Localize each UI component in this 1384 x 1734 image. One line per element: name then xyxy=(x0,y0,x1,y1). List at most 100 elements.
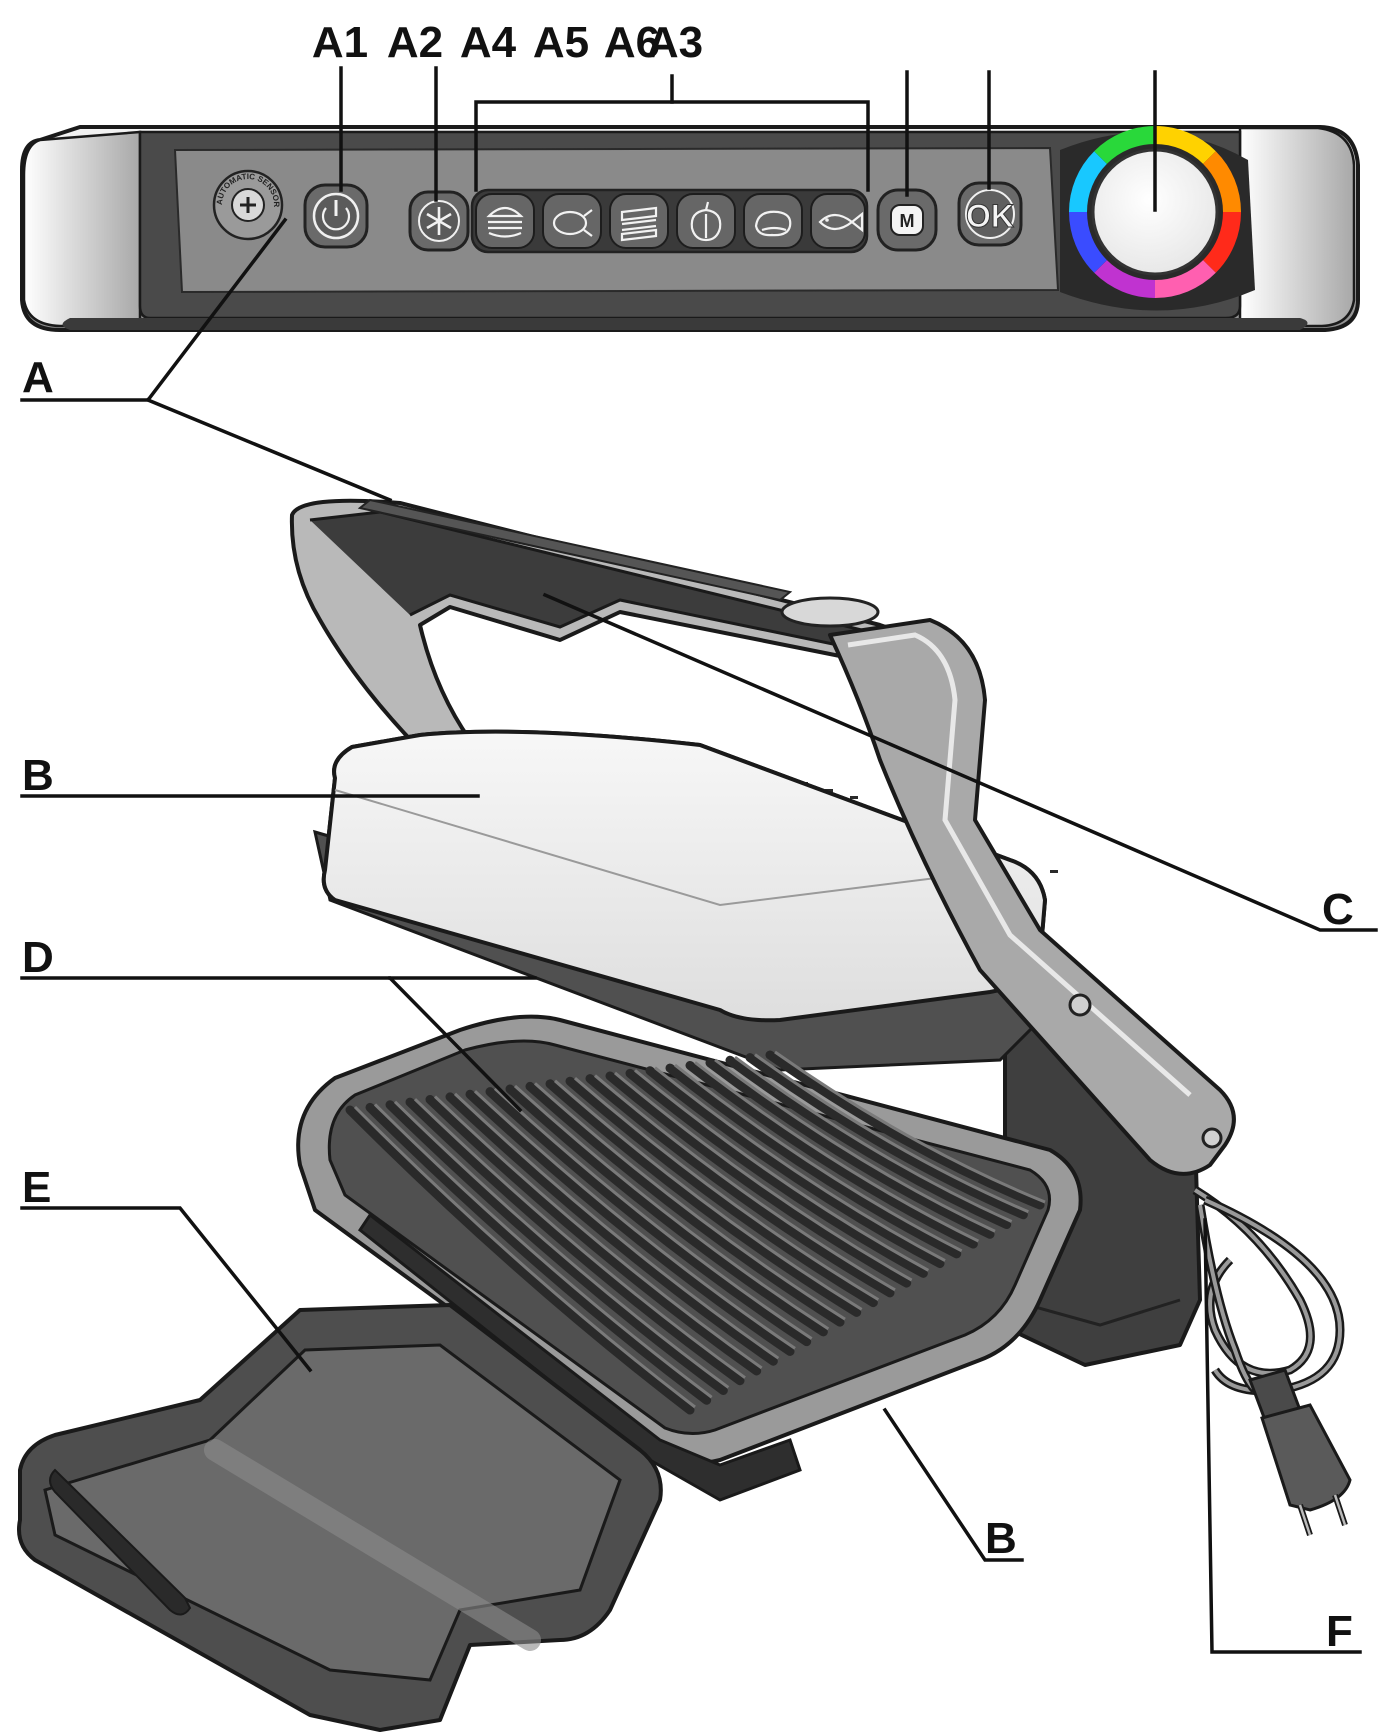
grill-rib-highlight xyxy=(453,1092,780,1360)
grill-rib-highlight xyxy=(473,1090,796,1350)
lower-grill-plate xyxy=(296,1014,1083,1502)
cooking-level-color-ring xyxy=(1069,126,1241,298)
grill-rib-highlight xyxy=(554,1079,863,1311)
label-a1: A1 xyxy=(312,18,368,67)
label-a2: A2 xyxy=(387,18,443,67)
grill-rib-highlight xyxy=(574,1077,880,1301)
grill-illustration xyxy=(17,498,1352,1732)
snowflake-icon xyxy=(418,200,460,242)
label-c: C xyxy=(1322,885,1354,934)
grill-rib-highlight xyxy=(413,1098,746,1379)
grill-rib-highlight xyxy=(694,1061,979,1243)
grill-rib xyxy=(465,1089,795,1356)
meat-button[interactable] xyxy=(743,193,803,249)
grill-rib-highlight xyxy=(714,1058,996,1233)
cooking-level-indicator xyxy=(1060,126,1255,311)
label-a4: A4 xyxy=(460,18,517,67)
manual-mode-button[interactable]: M xyxy=(876,188,938,252)
grill-rib-highlight xyxy=(754,1053,1029,1214)
panel-right-endcap xyxy=(1238,126,1356,328)
label-f: F xyxy=(1326,1607,1353,1656)
grill-rib-highlight xyxy=(373,1103,713,1399)
frozen-button[interactable] xyxy=(408,190,470,252)
ring-segment xyxy=(1154,126,1216,165)
grill-rib-highlight xyxy=(594,1074,896,1292)
ring-segment xyxy=(1202,211,1241,273)
grill-rib xyxy=(425,1095,762,1376)
label-a: A xyxy=(22,353,54,402)
grill-rib xyxy=(405,1097,745,1386)
grill-rib xyxy=(485,1087,812,1347)
grill-rib-highlight xyxy=(433,1095,763,1370)
poultry-button[interactable] xyxy=(542,193,602,249)
grill-rib xyxy=(525,1081,845,1327)
manual-button-label: M xyxy=(900,211,915,231)
grill-rib xyxy=(345,1105,695,1415)
grill-rib xyxy=(545,1079,862,1317)
power-plug-icon xyxy=(1248,1368,1352,1536)
grill-rib xyxy=(385,1100,728,1395)
power-button[interactable] xyxy=(303,183,369,249)
burger-icon xyxy=(486,206,524,238)
grill-rib xyxy=(685,1060,978,1249)
label-a6: A6 xyxy=(604,18,660,67)
grill-rib-highlight xyxy=(674,1063,963,1253)
grill-rib xyxy=(665,1063,962,1259)
label-d: D xyxy=(22,933,54,982)
grill-rib-highlight xyxy=(493,1087,813,1340)
label-a3: A3 xyxy=(647,18,703,67)
sandwich-button[interactable] xyxy=(609,193,669,249)
drip-tray xyxy=(17,1303,663,1732)
grill-rib-highlight xyxy=(614,1071,913,1282)
grill-rib xyxy=(585,1074,895,1298)
ring-segment xyxy=(1069,211,1108,273)
grill-rib xyxy=(605,1071,912,1288)
grill-rib-highlight xyxy=(513,1084,830,1331)
grill-rib xyxy=(765,1050,1045,1210)
fish-icon xyxy=(818,211,864,233)
grill-rib-highlight xyxy=(654,1066,946,1262)
upper-handle-arm xyxy=(828,618,1236,1176)
ok-button[interactable]: OK xyxy=(957,181,1023,247)
label-a5: A5 xyxy=(533,18,589,67)
grill-rib xyxy=(745,1053,1028,1220)
vegetables-button[interactable] xyxy=(676,193,736,249)
grill-rib-highlight xyxy=(634,1069,930,1272)
grill-rib xyxy=(505,1084,828,1337)
ok-button-label: OK xyxy=(966,198,1014,234)
label-e: E xyxy=(22,1163,51,1212)
meat-icon xyxy=(754,210,792,237)
grill-rib xyxy=(625,1068,928,1278)
program-buttons-strip xyxy=(470,188,869,254)
grill-rib-highlight xyxy=(734,1056,1013,1223)
pepper-icon xyxy=(690,201,722,242)
part-labels: A1 A2 A4 A5 A6 A3 A B C D E B F xyxy=(22,18,1354,1656)
burger-button[interactable] xyxy=(475,193,535,249)
grill-rib-highlight xyxy=(534,1082,846,1321)
sandwich-icon xyxy=(620,206,658,242)
grill-plate-ribs xyxy=(345,1050,1046,1415)
ring-segment xyxy=(1069,151,1108,213)
grill-rib xyxy=(445,1092,778,1366)
ring-segment xyxy=(1154,259,1216,298)
grill-rib xyxy=(365,1102,712,1405)
grill-rib xyxy=(725,1055,1012,1230)
label-b-upper-plate: B xyxy=(22,751,54,800)
grill-rib xyxy=(705,1058,995,1239)
ring-segment xyxy=(1202,151,1241,213)
panel-left-endcap xyxy=(22,130,142,328)
power-icon xyxy=(321,200,351,231)
upper-plate-housing-top xyxy=(321,729,1047,1023)
grill-rib-highlight xyxy=(353,1105,696,1409)
power-cord xyxy=(1192,1186,1345,1396)
ring-segment xyxy=(1094,126,1156,165)
grill-rib xyxy=(645,1066,945,1269)
poultry-icon xyxy=(552,209,593,237)
label-b-lower-plate: B xyxy=(985,1514,1017,1563)
grill-rib-highlight xyxy=(393,1100,730,1389)
ring-segment xyxy=(1094,259,1156,298)
grill-rib-highlight xyxy=(774,1050,1046,1204)
leader-lines xyxy=(20,66,1378,1654)
fish-button[interactable] xyxy=(810,193,866,249)
